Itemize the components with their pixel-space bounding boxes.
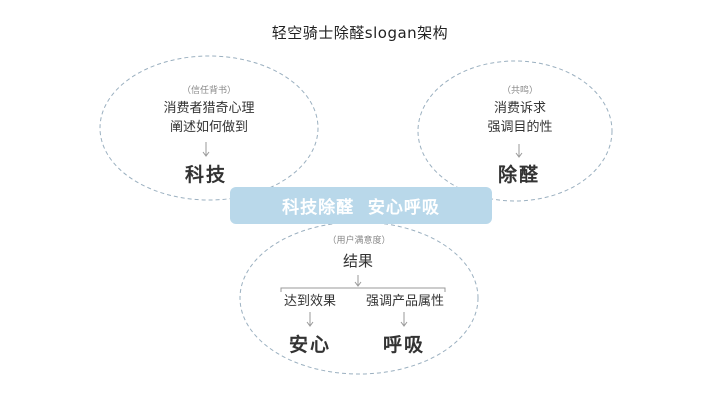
branch-2-result: 呼吸	[382, 334, 425, 356]
left-result: 科技	[184, 164, 227, 186]
slogan-text: 科技除醛 安心呼吸	[282, 198, 440, 218]
left-ellipse	[99, 55, 319, 201]
left-line-1: 消费者猎奇心理	[163, 101, 255, 116]
page-title: 轻空骑士除醛slogan架构	[271, 24, 449, 42]
left-tag: （信任背书）	[181, 86, 236, 96]
branch-1-label: 达到效果	[283, 294, 336, 309]
right-result: 除醛	[497, 164, 540, 186]
right-tag: （共鸣）	[501, 86, 538, 96]
right-line-1: 消费诉求	[493, 101, 546, 116]
bottom-head: 结果	[342, 252, 373, 270]
slogan-banner: 科技除醛 安心呼吸	[230, 187, 492, 224]
branch-2-label: 强调产品属性	[365, 294, 444, 309]
branch-1-result: 安心	[288, 334, 331, 356]
left-line-2: 阐述如何做到	[169, 120, 248, 135]
right-ellipse	[417, 60, 613, 202]
bottom-tag: （用户满意度）	[327, 236, 391, 246]
right-line-2: 强调目的性	[487, 120, 553, 135]
